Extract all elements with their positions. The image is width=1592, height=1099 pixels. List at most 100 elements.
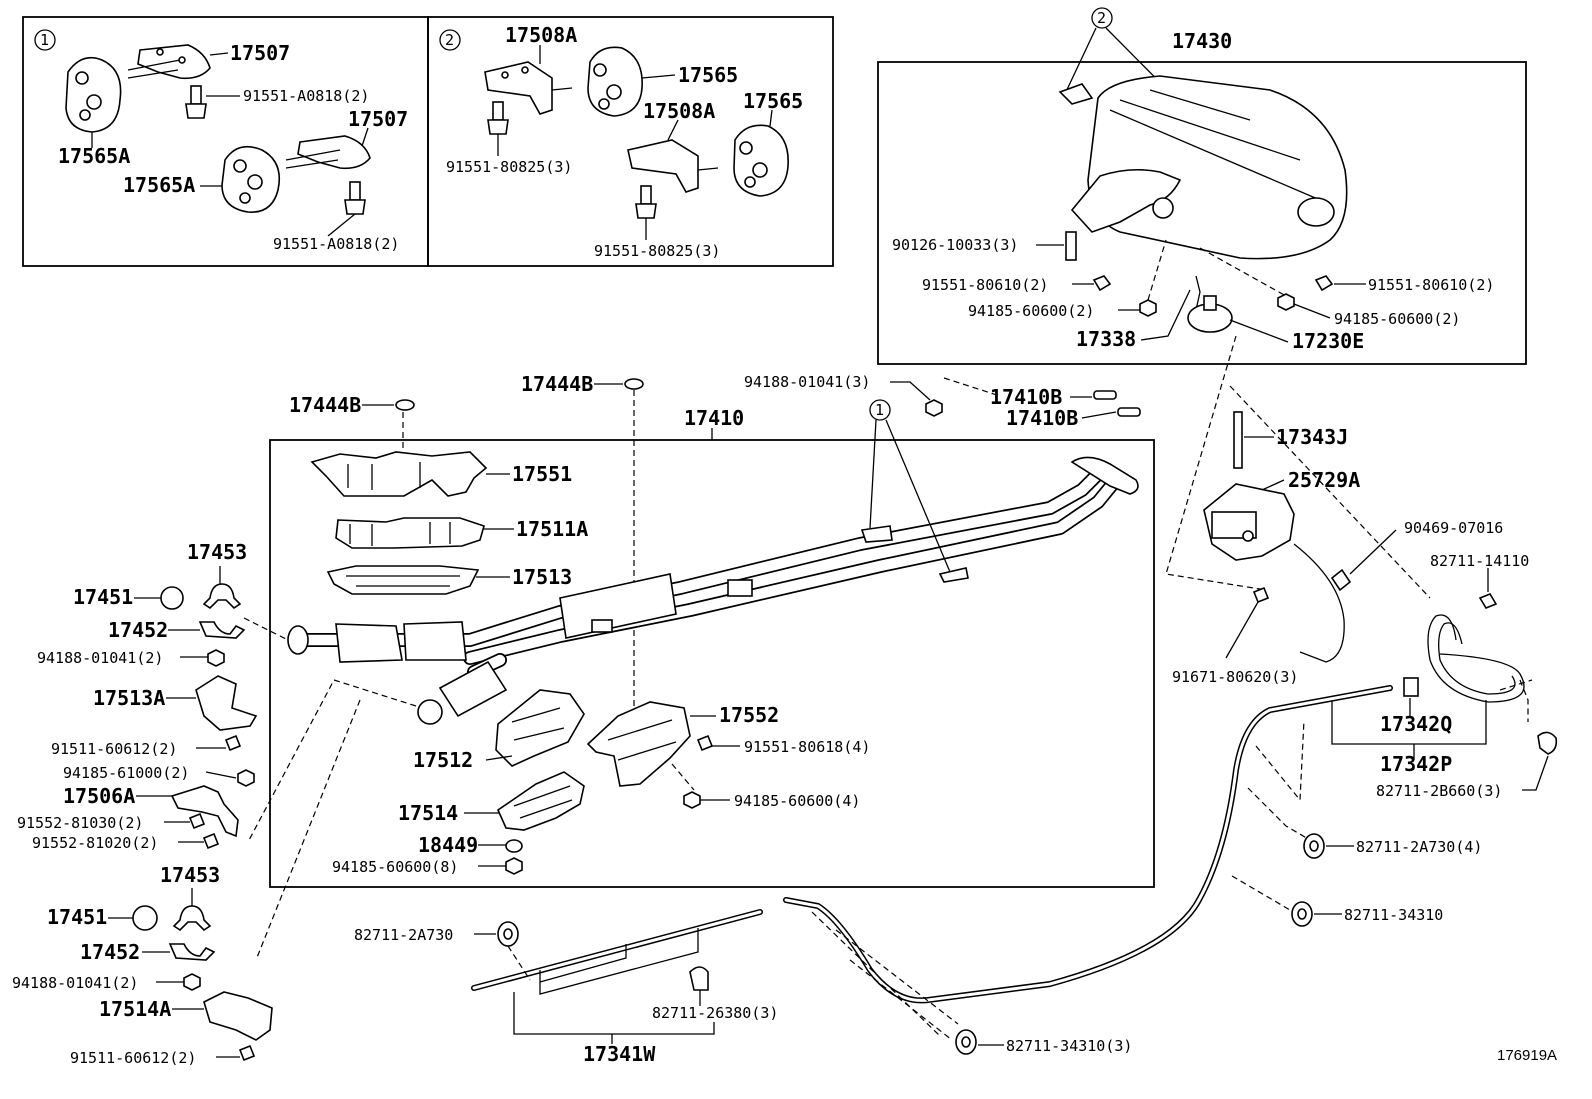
label-91511-60612-b: 91511-60612(2) — [70, 1049, 196, 1067]
clamp-82711-14110 — [1478, 593, 1498, 609]
label-94188-01041-b: 94188-01041(2) — [12, 974, 138, 992]
label-82711-2b660: 82711-2B660(3) — [1376, 782, 1502, 800]
nut-94188-01041-b — [183, 973, 201, 991]
label-25729a: 25729A — [1288, 468, 1360, 492]
label-17507-b: 17507 — [348, 107, 408, 131]
muffler-marker: 2 — [1097, 9, 1106, 27]
nut-94188-01041-a — [207, 649, 225, 667]
grommet-82711-34310-right — [1291, 901, 1313, 927]
hose-17342p — [1427, 614, 1525, 703]
actuator-17230e — [1187, 295, 1233, 333]
label-82711-14110: 82711-14110 — [1430, 552, 1529, 570]
label-17511a: 17511A — [516, 517, 588, 541]
hanger-17565-mid — [733, 124, 789, 197]
bolt-91552-81030 — [188, 812, 206, 830]
label-17338: 17338 — [1076, 327, 1136, 351]
diagram-id: 176919A — [1497, 1047, 1557, 1064]
nut-94185-60600-a — [683, 791, 701, 809]
label-17451-a: 17451 — [73, 585, 133, 609]
nut-94185-61000 — [237, 769, 255, 787]
hanger-17565a-mid — [221, 145, 281, 213]
label-17452-a: 17452 — [108, 618, 168, 642]
bolt-91551-80825-top — [487, 101, 509, 135]
insulator-17514 — [496, 771, 585, 831]
gasket-18449 — [505, 839, 523, 853]
gasket-17410b-b — [1117, 407, 1141, 417]
actuator-25729a — [1203, 483, 1295, 561]
label-82711-2a730-bottom: 82711-2A730 — [354, 926, 453, 944]
nut-94185-60600-b — [505, 857, 523, 875]
nut-94188-01041-center — [925, 399, 943, 417]
label-17507-a: 17507 — [230, 41, 290, 65]
label-82711-34310-bottom: 82711-34310(3) — [1006, 1037, 1132, 1055]
label-17514a: 17514A — [99, 997, 171, 1021]
label-91551-a0818-a: 91551-A0818(2) — [243, 87, 369, 105]
bolt-91551-80618 — [696, 734, 714, 752]
label-17565-b: 17565 — [743, 89, 803, 113]
inset-box-2 — [427, 16, 834, 267]
callout-circle-1b — [869, 399, 891, 421]
label-94185-61000: 94185-61000(2) — [63, 764, 189, 782]
inset2-marker: 2 — [445, 31, 454, 49]
cable-17342 — [783, 685, 1393, 1004]
label-90469-07016: 90469-07016 — [1404, 519, 1503, 537]
bolt-91551-80610-left — [1092, 275, 1112, 292]
label-17410b-b: 17410B — [1006, 406, 1078, 430]
label-90126-10033: 90126-10033(3) — [892, 236, 1018, 254]
insulator-17512 — [495, 689, 585, 767]
nut-94185-60600-right — [1277, 293, 1295, 311]
bolt-91671-80620 — [1252, 586, 1270, 604]
bolt-91551-a0818-top — [185, 85, 207, 119]
label-17342p: 17342P — [1380, 752, 1452, 776]
connector-17342q — [1403, 677, 1419, 697]
clamp-17453-b — [172, 905, 212, 932]
label-17410b-a: 17410B — [990, 385, 1062, 409]
insulator-17513 — [326, 565, 480, 595]
label-91551-80610-right: 91551-80610(2) — [1368, 276, 1494, 294]
stud-90126-10033 — [1065, 231, 1077, 261]
inset1-marker: 1 — [40, 31, 49, 49]
label-94185-60600-b: 94185-60600(8) — [332, 858, 458, 876]
clip-82711-26380 — [689, 966, 709, 991]
grommet-82711-34310-bottom — [955, 1029, 977, 1055]
bolt-91551-80825-mid — [635, 185, 657, 219]
cable-17341w — [471, 909, 763, 995]
label-94188-01041-center: 94188-01041(3) — [744, 373, 870, 391]
label-94185-60600-a: 94185-60600(4) — [734, 792, 860, 810]
front-converter — [417, 653, 508, 725]
label-18449: 18449 — [418, 833, 478, 857]
label-17551: 17551 — [512, 462, 572, 486]
gasket-17444b-a — [395, 399, 415, 411]
label-94188-01041-a: 94188-01041(2) — [37, 649, 163, 667]
clamp-82711-2b660 — [1537, 731, 1558, 755]
label-17453-b: 17453 — [160, 863, 220, 887]
bracket-17508a-top — [484, 61, 573, 115]
label-17444b-a: 17444B — [289, 393, 361, 417]
label-17565-a: 17565 — [678, 63, 738, 87]
gasket-17410b-a — [1093, 390, 1117, 400]
label-17410: 17410 — [684, 406, 744, 430]
label-91551-80618: 91551-80618(4) — [744, 738, 870, 756]
center-marker: 1 — [875, 401, 884, 419]
label-17508a-b: 17508A — [643, 99, 715, 123]
label-17341w: 17341W — [583, 1042, 656, 1066]
bracket-17507-mid — [285, 135, 371, 170]
label-17513: 17513 — [512, 565, 572, 589]
hanger-17565a-top — [65, 56, 122, 133]
inset-box-1 — [22, 16, 429, 267]
gasket-17451-b — [132, 905, 158, 931]
callout-circle-2 — [439, 29, 461, 51]
label-82711-26380: 82711-26380(3) — [652, 1004, 778, 1022]
bolt-91551-80610-right — [1314, 275, 1334, 292]
bolt-91511-60612-a — [224, 734, 242, 752]
label-17430: 17430 — [1172, 29, 1232, 53]
label-17444b-b: 17444B — [521, 372, 593, 396]
label-17342q: 17342Q — [1380, 712, 1452, 736]
label-17565a-a: 17565A — [58, 144, 130, 168]
insulator-17551 — [310, 451, 488, 497]
muffler-box — [877, 61, 1527, 365]
label-91511-60612-a: 91511-60612(2) — [51, 740, 177, 758]
label-94185-60600-left: 94185-60600(2) — [968, 302, 1094, 320]
